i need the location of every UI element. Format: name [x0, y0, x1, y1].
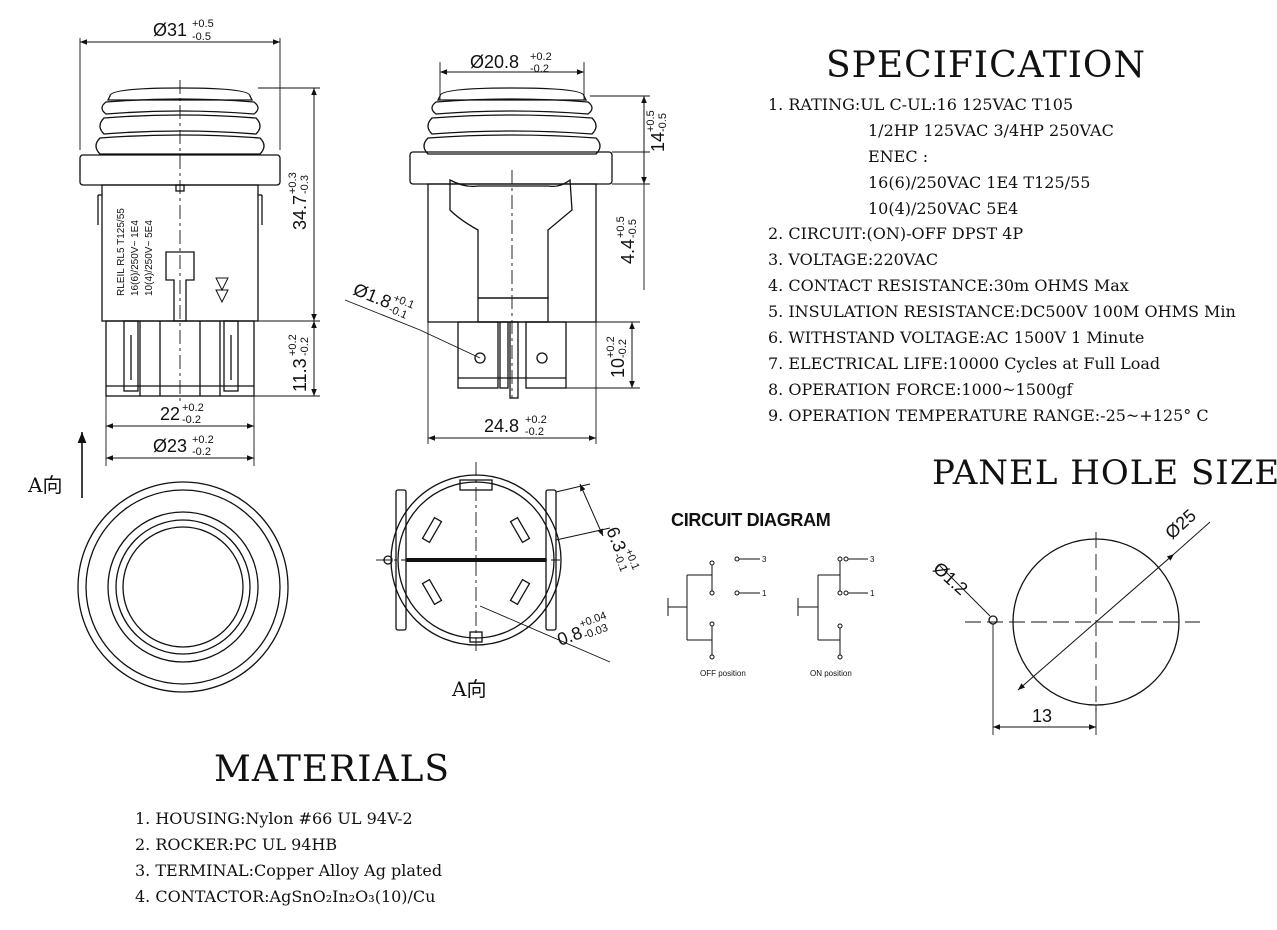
side-dia-top: Ø20.8: [470, 52, 519, 72]
spec-item: 5. INSULATION RESISTANCE:DC500V 100M OHM…: [768, 302, 1236, 322]
front-term-len: 11.3: [290, 358, 310, 392]
side-view: [344, 62, 650, 444]
front-dia-base-tol-plus: +0.2: [192, 434, 214, 446]
off-terminal-3: 3: [762, 555, 767, 564]
side-width-tol-minus: -0.2: [525, 426, 544, 438]
side-dia-top-tol-plus: +0.2: [530, 51, 552, 63]
circuit-diagram: [667, 556, 868, 660]
body-marking-2: 16(6)/250V~ 1E4: [130, 220, 141, 296]
on-terminal-1: 1: [870, 589, 875, 598]
spec-item: ENEC :: [868, 146, 929, 166]
top-view: [77, 481, 289, 693]
spec-item: 10(4)/250VAC 5E4: [868, 198, 1019, 218]
spec-item: 2. CIRCUIT:(ON)-OFF DPST 4P: [768, 224, 1024, 244]
view-arrow-label: A向: [27, 473, 62, 497]
front-term-len-tol-minus: -0.2: [299, 337, 311, 356]
side-width: 24.8: [484, 416, 519, 436]
spec-item: 7. ELECTRICAL LIFE:10000 Cycles at Full …: [768, 353, 1161, 373]
spec-item: 3. VOLTAGE:220VAC: [768, 250, 939, 270]
off-terminal-1: 1: [762, 589, 767, 598]
spec-item: 6. WITHSTAND VOLTAGE:AC 1500V 1 Minute: [768, 328, 1145, 348]
specification-title: SPECIFICATION: [826, 45, 1146, 86]
side-dia-top-tol-minus: -0.2: [530, 63, 549, 75]
front-dia-base-tol-minus: -0.2: [192, 446, 211, 458]
side-cap-height-tol-minus: -0.5: [657, 113, 669, 132]
spec-item: 9. OPERATION TEMPERATURE RANGE:-25~+125°…: [768, 405, 1209, 425]
panel-small-hole-dia: Ø1.2: [929, 558, 971, 599]
specification-list: 1. RATING:UL C-UL:16 125VAC T105 1/2HP 1…: [768, 92, 1236, 429]
front-height: 34.7: [290, 195, 310, 230]
spec-item: 1/2HP 125VAC 3/4HP 250VAC: [868, 120, 1114, 140]
front-dia-top-tol-plus: +0.5: [192, 18, 214, 30]
front-dia-base: Ø23: [153, 436, 187, 456]
on-position-label: ON position: [810, 669, 852, 678]
side-term-len: 10: [608, 358, 628, 378]
front-dia-top: Ø31: [153, 20, 187, 40]
panel-hole-drawing: [939, 521, 1211, 735]
front-width-body-tol-plus: +0.2: [182, 402, 204, 414]
off-position-label: OFF position: [700, 669, 746, 678]
front-term-len-tol-plus: +0.2: [287, 334, 299, 356]
front-height-tol-plus: +0.3: [287, 172, 299, 194]
side-cap-height-tol-plus: +0.5: [645, 110, 657, 132]
material-item: 4. CONTACTOR:AgSnO₂In₂O₃(10)/Cu: [135, 887, 436, 906]
side-bezel-height-tol-plus: +0.5: [615, 216, 627, 238]
body-marking-3: 10(4)/250V~ 5E4: [144, 220, 155, 296]
side-hole-dia: Ø1.8: [351, 279, 395, 312]
front-height-tol-minus: -0.3: [299, 175, 311, 194]
front-width-body-tol-minus: -0.2: [182, 414, 201, 426]
material-item: 1. HOUSING:Nylon #66 UL 94V-2: [135, 809, 413, 828]
body-marking-1: RLEIL RL5 T125/55: [116, 208, 127, 296]
material-item: 2. ROCKER:PC UL 94HB: [135, 835, 338, 854]
materials-list: 1. HOUSING:Nylon #66 UL 94V-2 2. ROCKER:…: [135, 806, 442, 910]
spec-item: 4. CONTACT RESISTANCE:30m OHMS Max: [768, 276, 1129, 296]
bottom-view: [376, 462, 611, 663]
front-view: [79, 38, 320, 466]
bottom-view-label: A向: [451, 677, 486, 701]
panel-hole-title: PANEL HOLE SIZE: [932, 453, 1277, 493]
panel-hole-offset: 13: [1032, 706, 1052, 726]
side-cap-height: 14: [648, 132, 668, 152]
side-width-tol-plus: +0.2: [525, 414, 547, 426]
on-terminal-3: 3: [870, 555, 875, 564]
spec-item: 1. RATING:UL C-UL:16 125VAC T105: [768, 95, 1074, 114]
circuit-diagram-title: CIRCUIT DIAGRAM: [671, 510, 831, 530]
front-width-body: 22: [160, 404, 180, 424]
side-term-len-tol-plus: +0.2: [605, 336, 617, 358]
panel-hole-dia: Ø25: [1161, 505, 1200, 543]
spec-item: 8. OPERATION FORCE:1000~1500gf: [768, 379, 1073, 399]
side-bezel-height: 4.4: [618, 239, 638, 264]
materials-title: MATERIALS: [214, 749, 451, 790]
spec-item: 16(6)/250VAC 1E4 T125/55: [868, 172, 1091, 192]
front-dia-top-tol-minus: -0.5: [192, 31, 211, 43]
material-item: 3. TERMINAL:Copper Alloy Ag plated: [135, 861, 443, 880]
side-bezel-height-tol-minus: -0.5: [627, 219, 639, 238]
side-term-len-tol-minus: -0.2: [617, 339, 629, 358]
